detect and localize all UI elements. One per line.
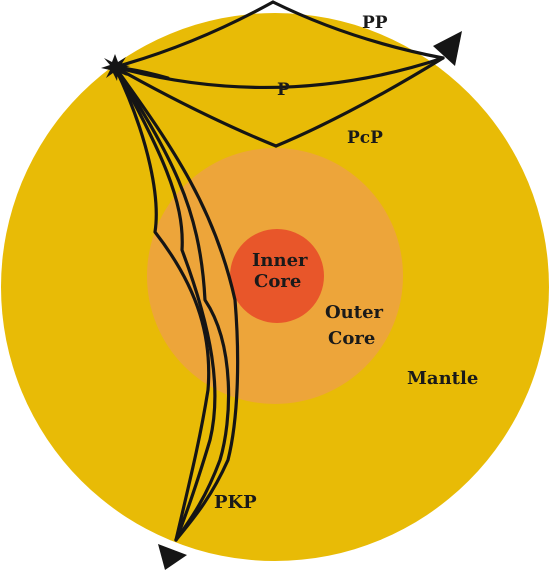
pkp-ray-3 — [113, 65, 231, 542]
seismometer-triangle-icon — [433, 31, 462, 66]
pcp-label: PcP — [347, 128, 383, 148]
pkp-label: PKP — [214, 492, 257, 513]
inner-core-layer — [230, 229, 324, 323]
ray-paths — [113, 0, 445, 542]
pkp-ray-4 — [113, 65, 240, 542]
outer-core-label-line1: Outer — [325, 302, 384, 323]
seismometer-triangle-icon — [158, 544, 187, 570]
pp-ray-leg-1 — [113, 0, 275, 69]
pp-label: PP — [362, 13, 388, 33]
pcp-ray-leg-1 — [113, 65, 278, 148]
inner-core-label-line1: Inner — [252, 250, 308, 271]
pkp-ray-1 — [113, 65, 211, 542]
mantle-label: Mantle — [407, 368, 478, 389]
outer-core-label-line2: Core — [328, 328, 375, 349]
pcp-ray-leg-2 — [274, 56, 445, 148]
earthquake-burst-icon — [101, 54, 130, 81]
p-label: P — [277, 80, 290, 100]
inner-core-label-line2: Core — [254, 271, 301, 292]
pkp-ray-2 — [113, 65, 217, 542]
p-ray — [113, 56, 445, 90]
pp-ray-leg-2 — [271, 0, 445, 60]
